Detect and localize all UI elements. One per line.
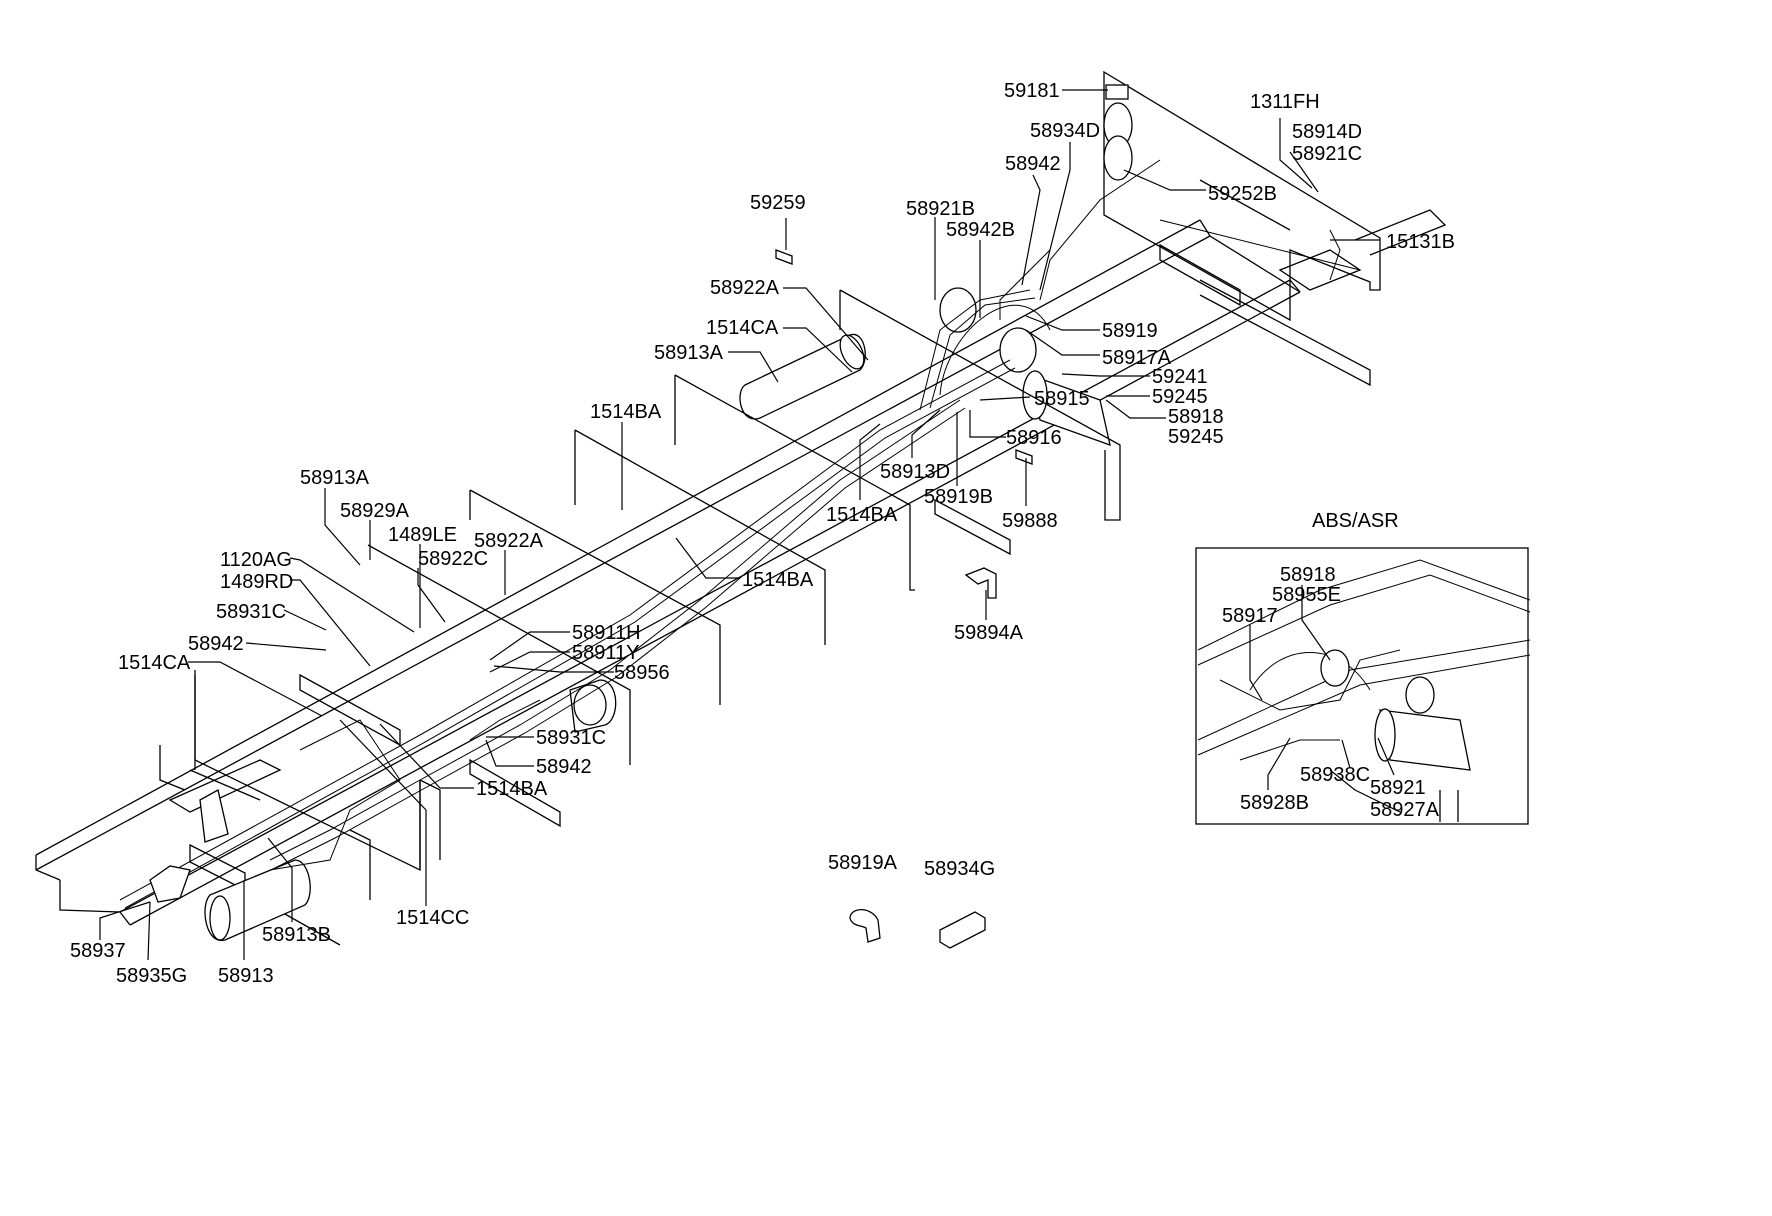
label-1514ba-c: 1514BA: [742, 569, 814, 591]
label-1514ba-a: 1514BA: [590, 401, 662, 423]
label-58922c: 58922C: [418, 548, 488, 570]
label-1514ba-d: 1514BA: [476, 778, 548, 800]
label-1514ca-top: 1514CA: [706, 317, 779, 339]
label-1514ca-left: 1514CA: [118, 652, 191, 674]
inset-label-58921: 58921: [1370, 777, 1426, 799]
label-59894a: 59894A: [954, 622, 1024, 644]
label-59259: 59259: [750, 192, 806, 214]
label-58913a-top: 58913A: [654, 342, 724, 364]
label-58919b: 58919B: [924, 486, 993, 508]
label-58911y: 58911Y: [572, 642, 639, 664]
label-58913a-left: 58913A: [300, 467, 370, 489]
label-1120ag: 1120AG: [220, 549, 292, 571]
inset-label-58917: 58917: [1222, 605, 1278, 627]
abs-asr-inset: [1195, 547, 1531, 825]
label-58922a-mid: 58922A: [474, 530, 544, 552]
label-58915: 58915: [1034, 388, 1090, 410]
label-1311fh: 1311FH: [1250, 91, 1320, 113]
air-tanks: [204, 334, 1111, 941]
leader-lines: [99, 89, 1401, 961]
inset-label-58927a: 58927A: [1370, 799, 1440, 821]
label-58919a: 58919A: [828, 852, 898, 874]
label-59241: 59241: [1152, 366, 1208, 388]
label-58916: 58916: [1006, 427, 1062, 449]
label-58942-top: 58942: [1005, 153, 1061, 175]
inset-label-58918: 58918: [1280, 564, 1336, 586]
label-58917a: 58917A: [1102, 347, 1172, 369]
label-59245-a: 59245: [1152, 386, 1208, 408]
label-58914d: 58914D: [1292, 121, 1362, 143]
label-58922a-top: 58922A: [710, 277, 780, 299]
label-1514ba-b: 1514BA: [826, 504, 898, 526]
section-panels: [159, 289, 1121, 900]
part-labels: 59181 1311FH 58934D 58914D 58921C 58942 …: [70, 80, 1455, 987]
inset-label-58928b: 58928B: [1240, 792, 1309, 814]
label-58919: 58919: [1102, 320, 1158, 342]
label-58956: 58956: [614, 662, 670, 684]
label-58911h: 58911H: [572, 622, 641, 644]
label-58934g: 58934G: [924, 858, 995, 880]
label-58931c-left: 58931C: [216, 601, 286, 623]
label-58913b: 58913B: [262, 924, 331, 946]
standalone-parts: [149, 249, 1033, 949]
label-15131b: 15131B: [1386, 231, 1455, 253]
label-58921c: 58921C: [1292, 143, 1362, 165]
label-58937: 58937: [70, 940, 126, 962]
label-58942b: 58942B: [946, 219, 1015, 241]
inset-label-58938c: 58938C: [1300, 764, 1370, 786]
label-59181: 59181: [1004, 80, 1060, 102]
brake-lines: [119, 159, 1361, 909]
label-58921b: 58921B: [906, 198, 975, 220]
label-1489le: 1489LE: [388, 524, 457, 546]
label-1489rd: 1489RD: [220, 571, 293, 593]
label-58929a: 58929A: [340, 500, 410, 522]
label-1514cc: 1514CC: [396, 907, 469, 929]
label-58942-left: 58942: [188, 633, 244, 655]
label-59888: 59888: [1002, 510, 1058, 532]
label-58942-mid: 58942: [536, 756, 592, 778]
label-58913d: 58913D: [880, 461, 950, 483]
brake-chambers: [939, 84, 1133, 373]
label-59245-b: 59245: [1168, 426, 1224, 448]
label-58931c-mid: 58931C: [536, 727, 606, 749]
label-58934d: 58934D: [1030, 120, 1100, 142]
inset-frame: [1195, 547, 1529, 825]
inset-title: ABS/ASR: [1312, 510, 1399, 532]
cab-panel: [1103, 70, 1381, 322]
label-58935g: 58935G: [116, 965, 187, 987]
label-59252b: 59252B: [1208, 183, 1277, 205]
label-58918: 58918: [1168, 406, 1224, 428]
label-58913: 58913: [218, 965, 274, 987]
inset-label-58955e: 58955E: [1272, 584, 1341, 606]
